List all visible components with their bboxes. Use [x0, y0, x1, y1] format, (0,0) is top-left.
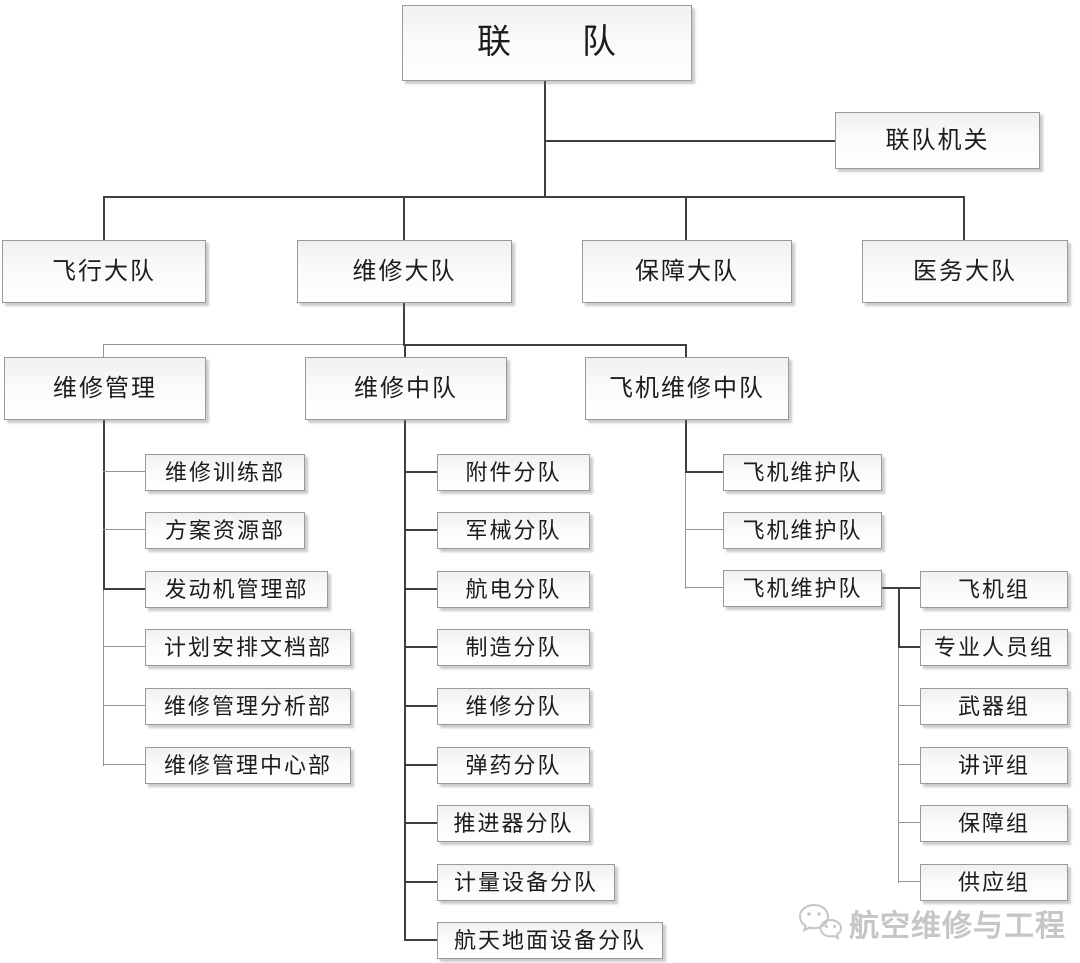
watermark: 航空维修与工程	[797, 896, 1077, 950]
connector-line	[898, 822, 920, 823]
connector-line	[404, 420, 406, 941]
org-node-maintenance-squadron-units-0: 附件分队	[437, 454, 590, 491]
connector-line	[103, 529, 145, 530]
connector-line	[403, 303, 405, 346]
connector-line	[404, 344, 406, 358]
org-node-maintenance-squadron-units-7: 计量设备分队	[437, 864, 615, 901]
connector-line	[898, 705, 920, 706]
org-node-maintenance-team-groups-1: 专业人员组	[920, 629, 1068, 666]
connector-line	[685, 344, 687, 358]
connector-line	[404, 705, 437, 707]
org-node-maintenance-team-groups-5: 供应组	[920, 864, 1068, 901]
org-node-maintenance-squadron-units-1: 军械分队	[437, 512, 590, 549]
org-node-level3-0: 维修管理	[4, 357, 206, 420]
org-node-maintenance-squadron-units-6: 推进器分队	[437, 805, 590, 842]
connector-line	[103, 420, 105, 590]
org-node-maintenance-management-departments-5: 维修管理中心部	[145, 747, 351, 784]
org-node-maintenance-squadron-units-5: 弹药分队	[437, 747, 590, 784]
connector-line	[404, 646, 437, 648]
connector-line	[404, 471, 437, 473]
connector-line	[685, 471, 723, 473]
connector-line	[103, 344, 104, 358]
connector-line	[103, 196, 965, 198]
connector-line	[685, 472, 686, 589]
connector-line	[685, 587, 723, 588]
org-node-level2-1: 维修大队	[297, 240, 512, 303]
connector-line	[404, 822, 437, 824]
connector-line	[898, 647, 899, 883]
connector-line	[685, 196, 687, 242]
org-node-aircraft-maintenance-squadron-teams-0: 飞机维护队	[723, 454, 882, 491]
connector-line	[898, 764, 920, 765]
org-node-maintenance-squadron-units-2: 航电分队	[437, 571, 590, 608]
connector-line	[963, 196, 965, 242]
org-node-maintenance-team-groups-0: 飞机组	[920, 571, 1068, 608]
org-node-maintenance-management-departments-0: 维修训练部	[145, 454, 305, 491]
org-node-aircraft-maintenance-squadron-teams-2: 飞机维护队	[723, 570, 882, 607]
connector-line	[881, 587, 920, 589]
org-node-maintenance-squadron-units-4: 维修分队	[437, 688, 590, 725]
org-node-maintenance-management-departments-2: 发动机管理部	[145, 571, 328, 608]
connector-line	[404, 881, 437, 883]
connector-line	[685, 529, 723, 530]
connector-line	[898, 646, 920, 648]
org-node-level2-3: 医务大队	[862, 240, 1068, 303]
org-node-maintenance-team-groups-3: 讲评组	[920, 747, 1068, 784]
connector-line	[685, 420, 687, 473]
connector-line	[404, 588, 437, 590]
connector-line	[404, 939, 437, 941]
connector-line	[544, 80, 546, 197]
connector-line	[103, 589, 104, 766]
connector-line	[404, 529, 437, 531]
connector-line	[103, 705, 145, 706]
org-node-level2-0: 飞行大队	[2, 240, 206, 303]
connector-line	[103, 471, 145, 472]
org-node-maintenance-management-departments-3: 计划安排文档部	[145, 629, 351, 666]
connector-line	[403, 344, 687, 346]
connector-line	[898, 881, 920, 882]
org-node-maintenance-team-groups-4: 保障组	[920, 805, 1068, 842]
org-node-maintenance-team-groups-2: 武器组	[920, 688, 1068, 725]
connector-line	[103, 588, 145, 590]
org-node-root: 联 队	[402, 5, 692, 81]
connector-line	[404, 764, 437, 766]
org-node-hq: 联队机关	[835, 112, 1040, 169]
org-node-level2-2: 保障大队	[582, 240, 792, 303]
connector-line	[403, 196, 405, 242]
org-node-maintenance-management-departments-1: 方案资源部	[145, 512, 305, 549]
connector-line	[103, 344, 405, 345]
org-node-maintenance-squadron-units-8: 航天地面设备分队	[437, 922, 663, 959]
wechat-icon	[798, 903, 843, 940]
org-node-aircraft-maintenance-squadron-teams-1: 飞机维护队	[723, 512, 882, 549]
org-node-level3-2: 飞机维修中队	[585, 357, 789, 420]
connector-line	[103, 646, 145, 647]
org-node-maintenance-squadron-units-3: 制造分队	[437, 629, 590, 666]
connector-line	[545, 140, 835, 142]
connector-line	[898, 587, 900, 648]
connector-line	[103, 196, 105, 242]
org-node-level3-1: 维修中队	[305, 357, 507, 420]
org-node-maintenance-management-departments-4: 维修管理分析部	[145, 688, 351, 725]
connector-line	[103, 764, 145, 765]
watermark-text: 航空维修与工程	[849, 910, 1066, 943]
